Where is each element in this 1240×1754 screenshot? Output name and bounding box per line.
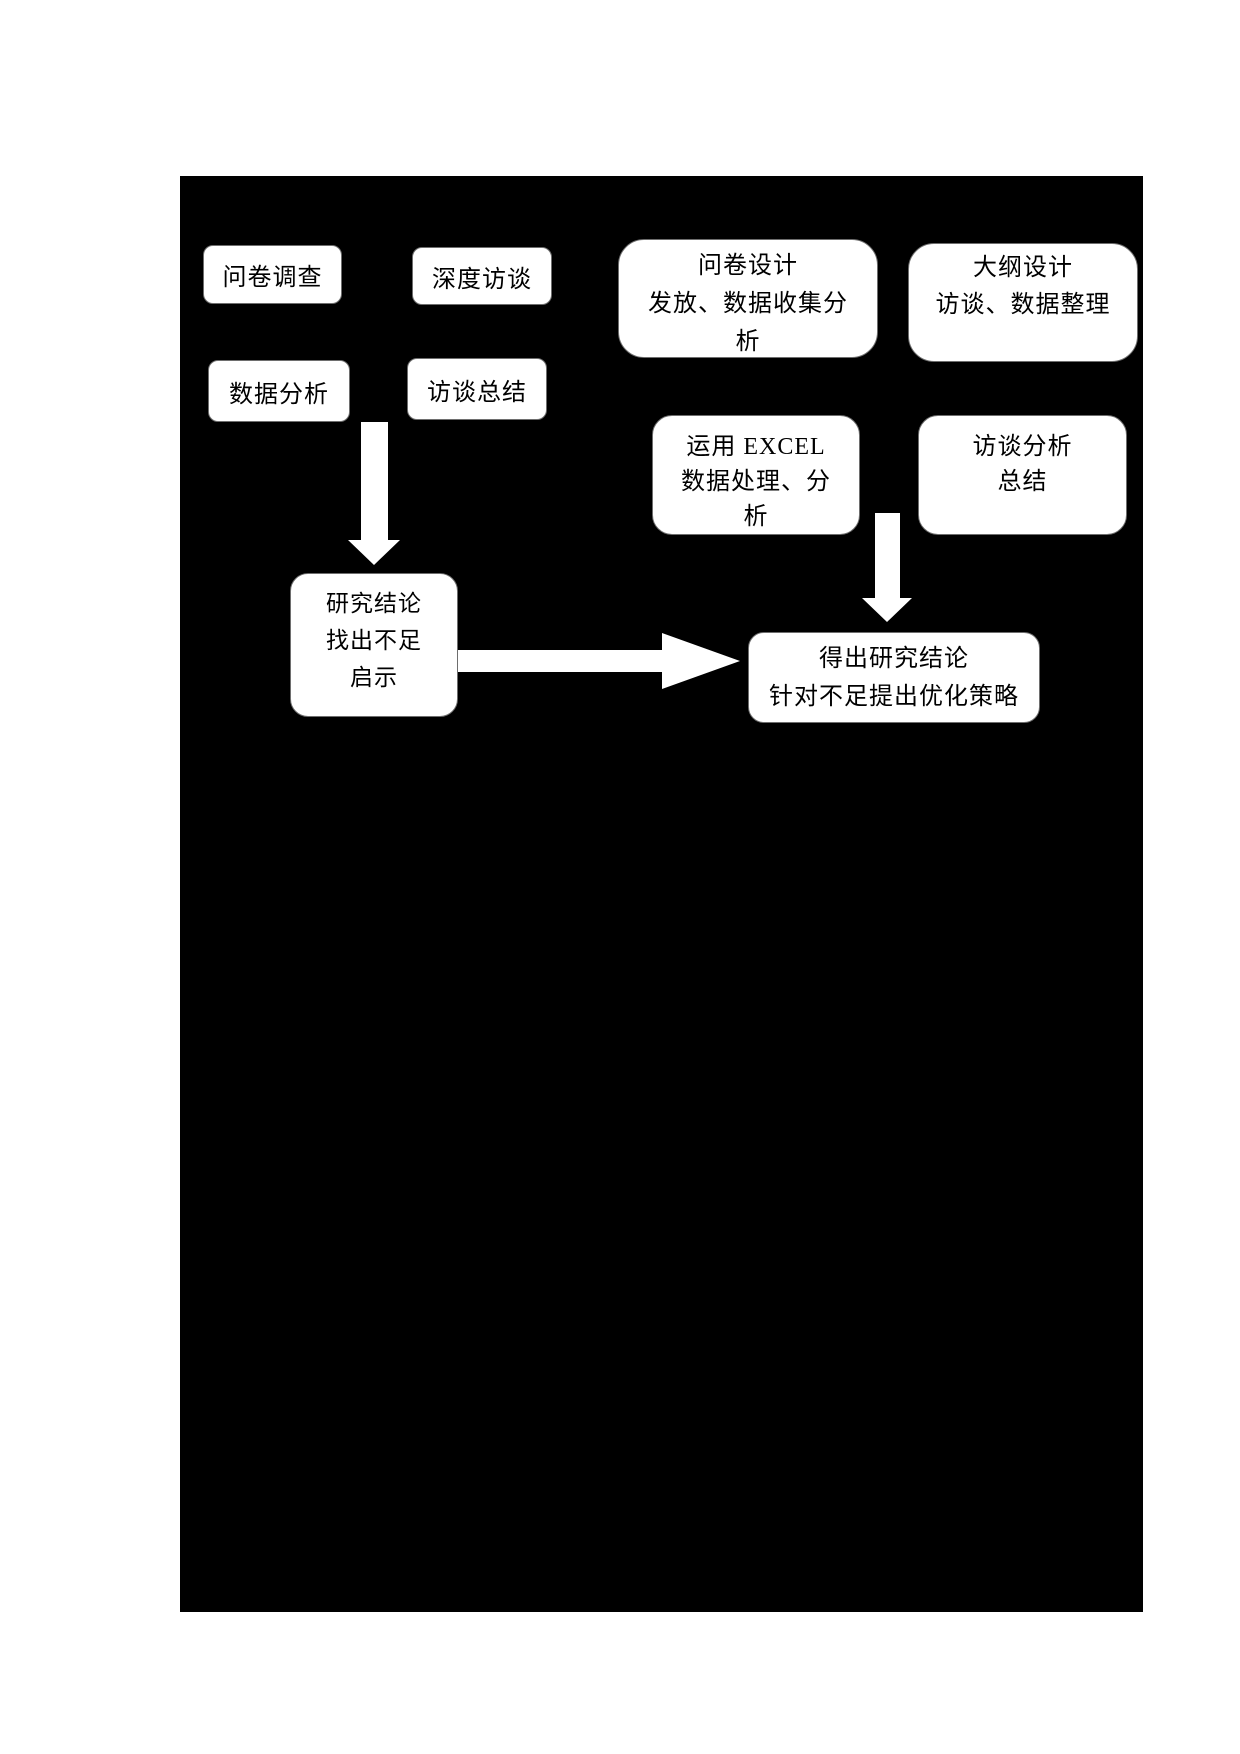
flow-box-research-conclusion-line2: 找出不足 (326, 628, 422, 653)
flow-box-interview-analysis-line1: 访谈分析 (972, 434, 1073, 460)
flow-box-depth-interview: 深度访谈 (412, 247, 552, 305)
flow-box-research-conclusion-line1: 研究结论 (326, 591, 422, 616)
flow-box-survey-label: 问卷调查 (222, 265, 323, 291)
flow-box-excel-processing-line1: 运用 EXCEL (686, 434, 826, 460)
flow-box-depth-interview-label: 深度访谈 (432, 266, 532, 293)
flow-box-interview-analysis-line2: 总结 (997, 469, 1048, 495)
flow-box-data-analysis-label: 数据分析 (229, 381, 329, 408)
right-arrow-head (662, 633, 740, 689)
flow-box-questionnaire-design: 问卷设计 发放、数据收集分 析 (618, 239, 878, 358)
flow-box-excel-processing-line3: 析 (743, 504, 769, 530)
flow-box-interview-summary: 访谈总结 (407, 358, 547, 420)
down-arrow-left-shaft (361, 422, 388, 540)
down-arrow-left-head (348, 540, 400, 565)
flow-box-questionnaire-design-line3: 析 (735, 329, 761, 355)
flow-box-questionnaire-design-line1: 问卷设计 (698, 253, 798, 279)
flow-box-research-conclusion-line3: 启示 (350, 665, 398, 690)
flow-box-excel-processing: 运用 EXCEL 数据处理、分 析 (652, 415, 860, 535)
flow-box-final-conclusion-line1: 得出研究结论 (819, 646, 969, 672)
flow-box-research-conclusion: 研究结论 找出不足 启示 (290, 573, 458, 717)
flowchart-canvas: 问卷调查 深度访谈 问卷设计 发放、数据收集分 析 大纲设计 访谈、数据整理 数… (180, 176, 1143, 1612)
flow-box-interview-analysis: 访谈分析 总结 (918, 415, 1127, 535)
flow-box-final-conclusion: 得出研究结论 针对不足提出优化策略 (748, 632, 1040, 723)
flow-box-questionnaire-design-line2: 发放、数据收集分 (648, 291, 848, 317)
flow-box-survey: 问卷调查 (203, 245, 342, 304)
right-arrow-shaft (458, 650, 662, 672)
down-arrow-right-head (862, 598, 912, 622)
flow-box-final-conclusion-line2: 针对不足提出优化策略 (769, 684, 1019, 710)
flow-box-excel-processing-line2: 数据处理、分 (681, 469, 831, 495)
down-arrow-right-shaft (875, 513, 900, 598)
flow-box-data-analysis: 数据分析 (208, 360, 350, 422)
flow-box-interview-summary-label: 访谈总结 (427, 379, 527, 406)
flow-box-outline-design-line1: 大纲设计 (973, 255, 1073, 281)
flow-box-outline-design: 大纲设计 访谈、数据整理 (908, 243, 1138, 362)
flow-box-outline-design-line2: 访谈、数据整理 (935, 292, 1111, 318)
